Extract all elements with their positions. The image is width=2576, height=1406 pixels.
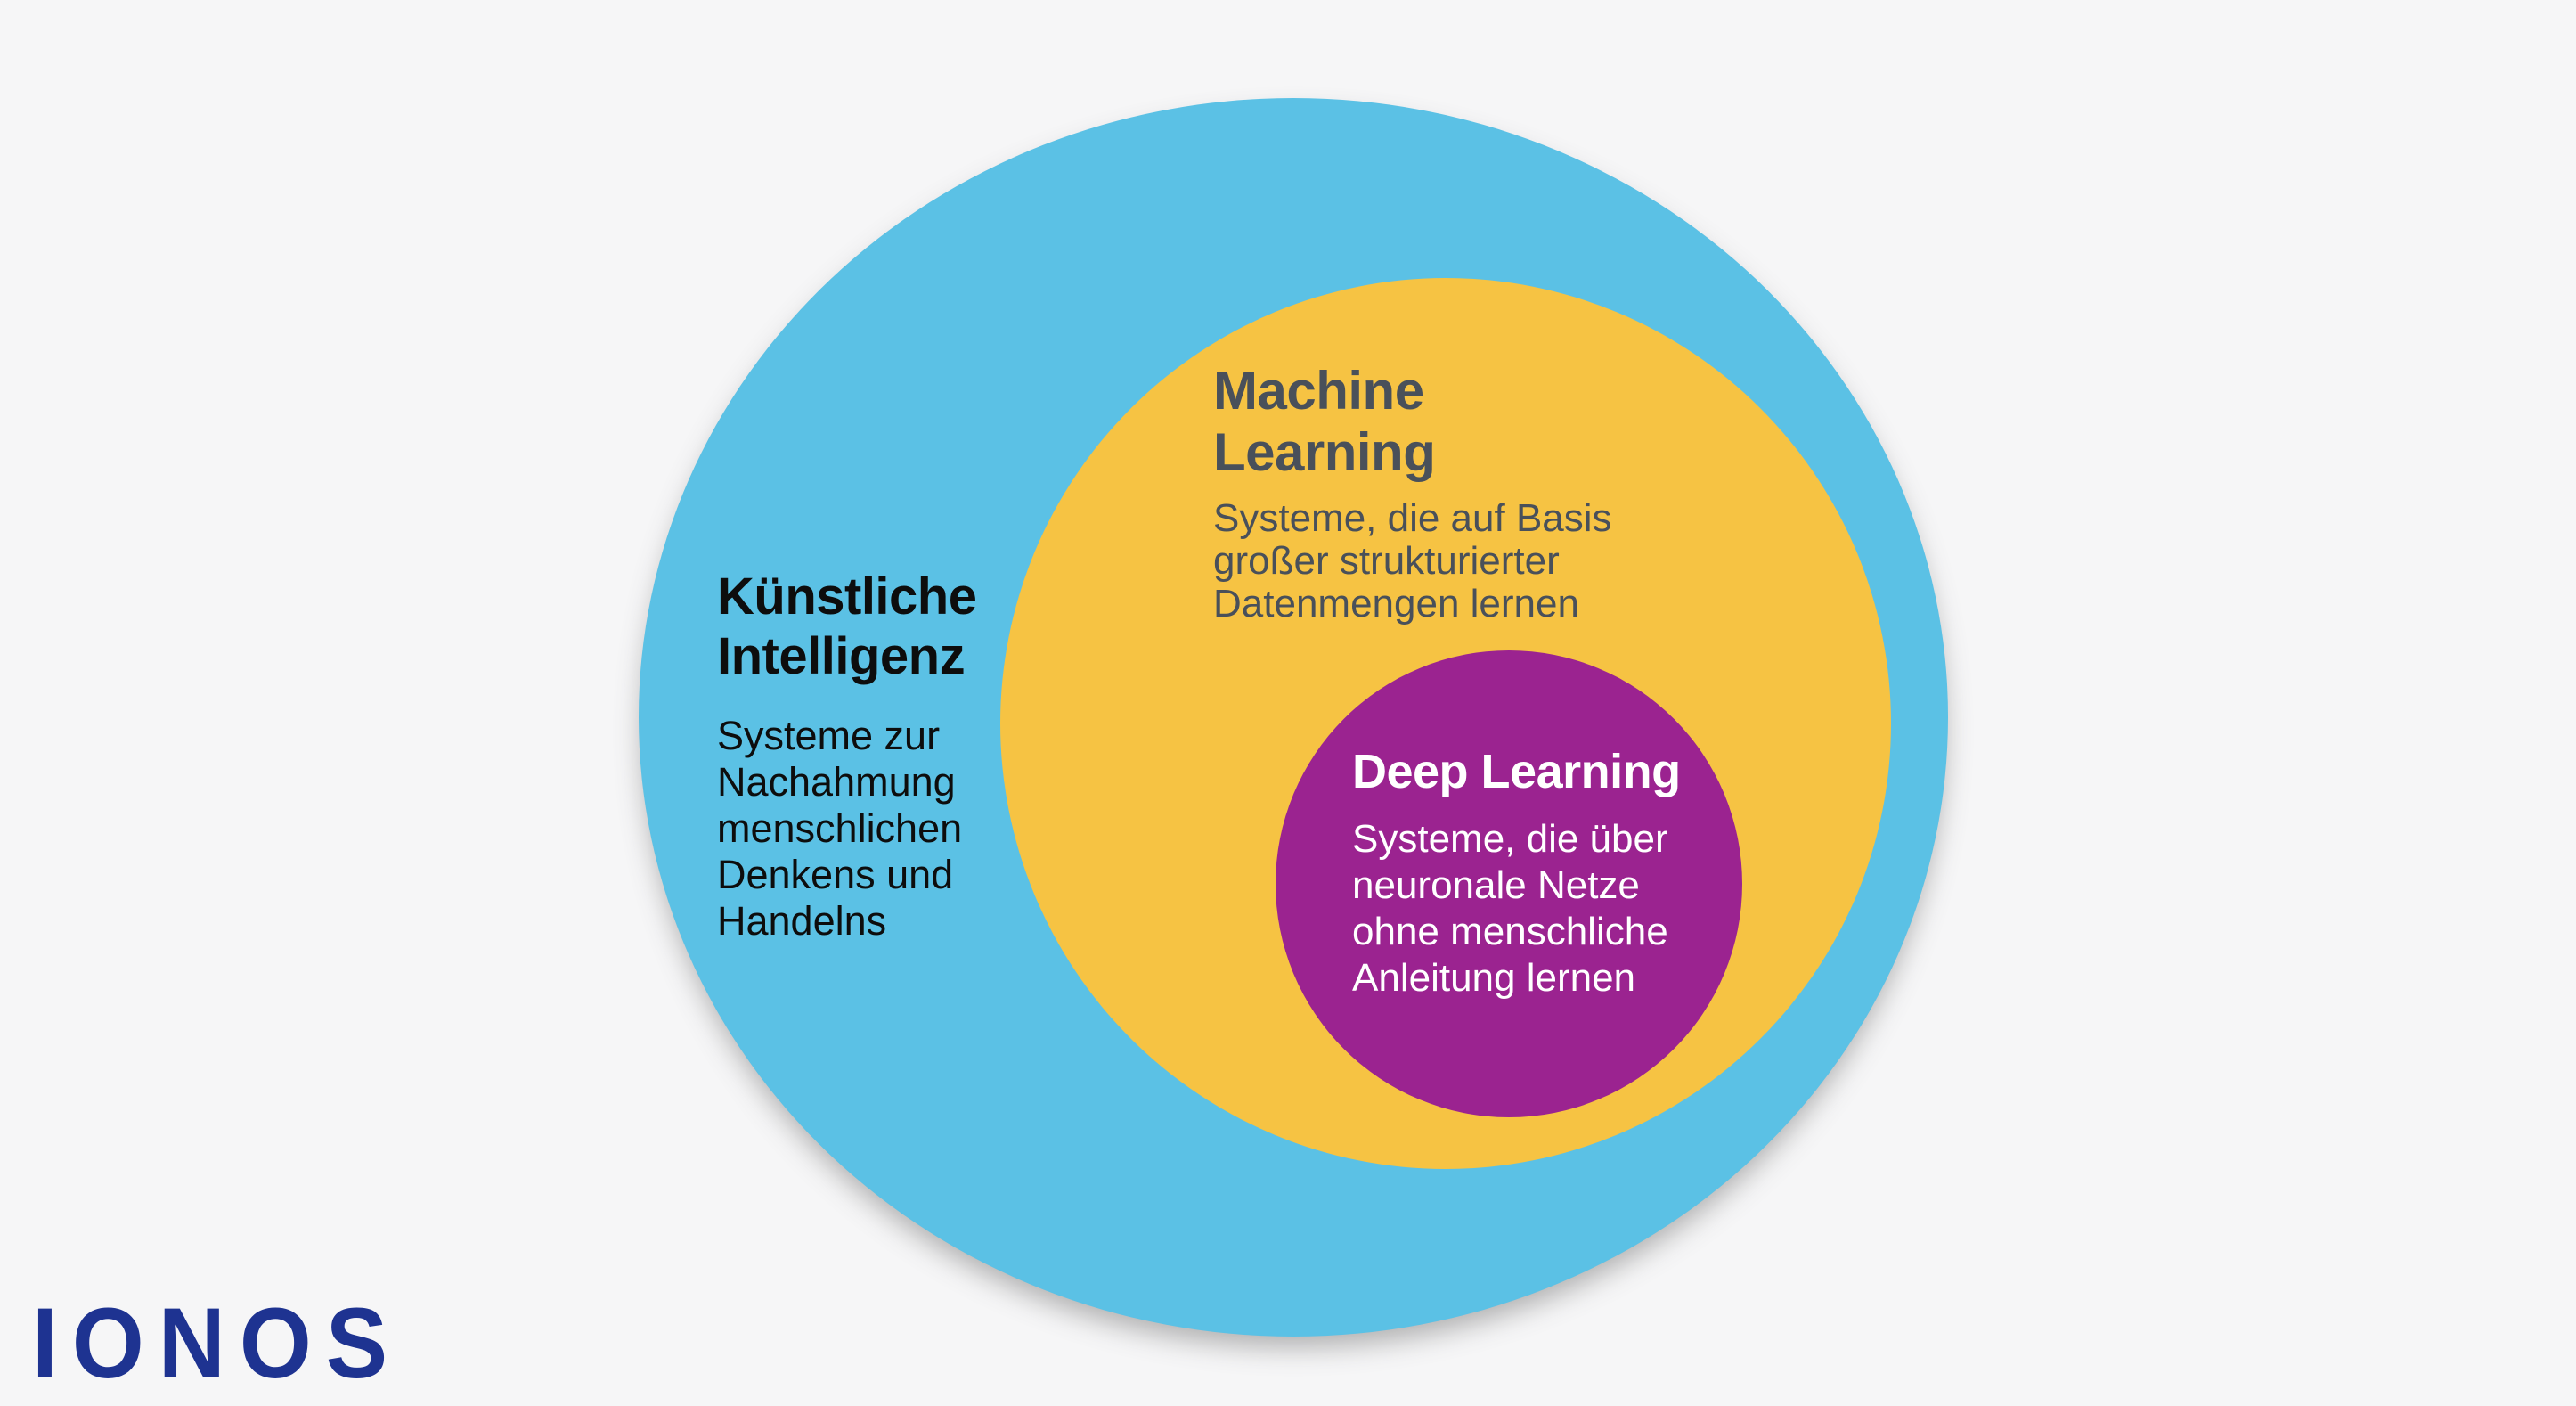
ai-label-block: Künstliche Intelligenz Systeme zur Nacha… [717,567,1091,944]
ml-title: Machine Learning [1213,361,1436,482]
ml-description: Systeme, die auf Basis großer strukturie… [1213,496,1612,625]
ai-description: Systeme zur Nachahmung menschlichen Denk… [717,713,963,944]
dl-circle [1276,650,1742,1117]
ionos-logo: IONOS [32,1287,403,1400]
ml-label-block: Machine Learning Systeme, die auf Basis … [1213,360,1667,625]
dl-description: Systeme, die über neuronale Netze ohne m… [1352,817,1668,1000]
ai-title: Künstliche Intelligenz [717,568,977,685]
dl-label-block: Deep Learning Systeme, die über neuronal… [1352,743,1726,1001]
dl-title: Deep Learning [1352,745,1681,798]
